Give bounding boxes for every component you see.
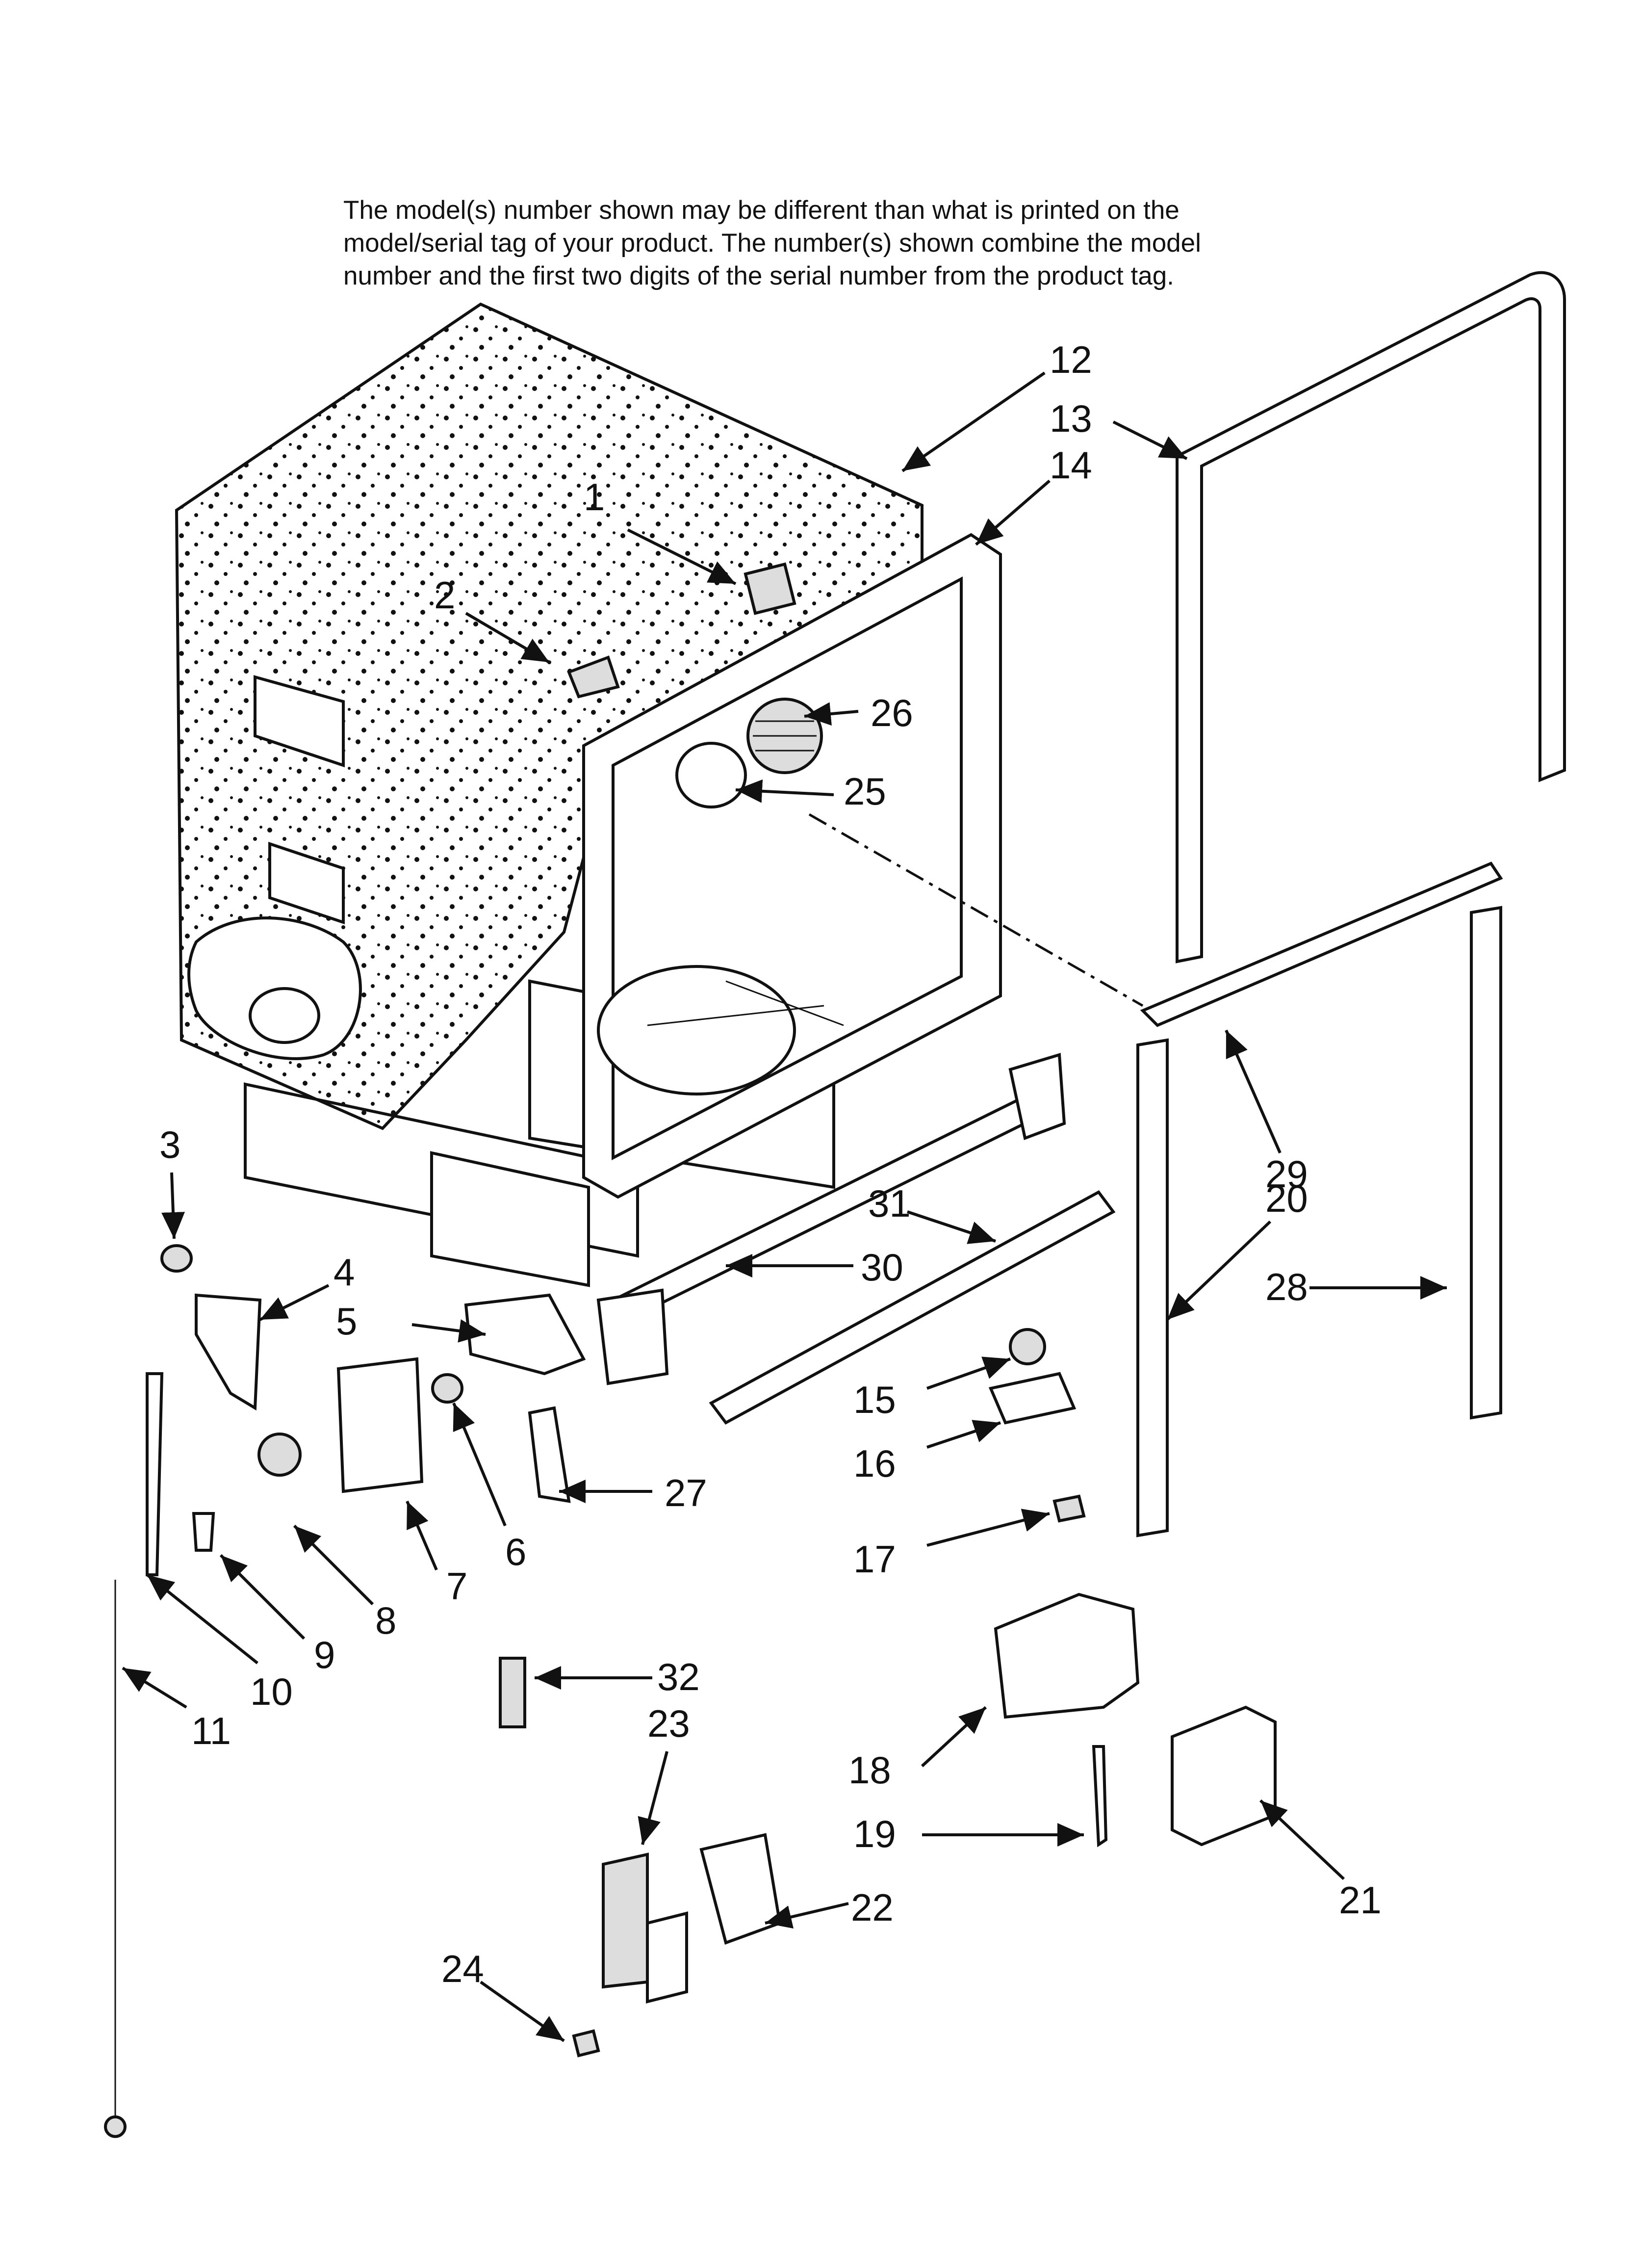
callout-28: 28 (1265, 1265, 1308, 1308)
door-gasket (1176, 271, 1566, 964)
trim-foot (646, 1911, 688, 2004)
leader-lines (122, 371, 1447, 2042)
side-rail-right (1470, 906, 1502, 1420)
callout-25: 25 (844, 770, 886, 813)
callout-7: 7 (446, 1564, 467, 1608)
callout-17: 17 (853, 1538, 896, 1581)
side-trim-23 (602, 1852, 649, 1989)
callout-3: 3 (159, 1123, 180, 1166)
callout-labels: 1 2 3 4 5 6 7 8 9 10 11 12 13 14 15 16 1… (159, 338, 1382, 1990)
callout-16: 16 (853, 1442, 896, 1485)
note-line-2: model/serial tag of your product. The nu… (343, 229, 1201, 258)
clip-16 (988, 1372, 1077, 1425)
blanket-opening-upper (254, 675, 345, 768)
screw-17 (1052, 1494, 1086, 1523)
callout-32: 32 (657, 1655, 700, 1698)
callout-29: 29 (1265, 1152, 1308, 1196)
callout-14: 14 (1050, 443, 1092, 487)
callout-1: 1 (584, 475, 605, 519)
callout-15: 15 (853, 1378, 896, 1421)
pump-opening (249, 987, 320, 1044)
vent-gasket-ring (675, 742, 747, 808)
front-rail-31 (709, 1190, 1116, 1425)
note-line-1: The model(s) number shown may be differe… (343, 196, 1180, 225)
sump (597, 965, 796, 1095)
side-rail-left (1136, 1038, 1169, 1538)
callout-22: 22 (851, 1886, 894, 1929)
nut-6 (431, 1373, 463, 1404)
callout-4: 4 (334, 1251, 355, 1294)
note-line-3: number and the first two digits of the s… (343, 261, 1174, 290)
door-spring-bracket (195, 1293, 262, 1411)
callout-23: 23 (647, 1702, 690, 1745)
callout-2: 2 (434, 574, 455, 617)
clip-32 (499, 1657, 526, 1728)
upper-rail (1140, 861, 1503, 1027)
callout-11: 11 (191, 1709, 231, 1752)
callout-9: 9 (314, 1633, 335, 1676)
rail-end-bracket-upper (1008, 1053, 1066, 1141)
callout-19: 19 (853, 1812, 896, 1855)
callout-30: 30 (861, 1246, 903, 1289)
base-frame-center (430, 1151, 590, 1287)
callout-18: 18 (848, 1748, 891, 1792)
tub-assembly (175, 302, 1144, 1287)
clip-15 (1009, 1328, 1046, 1365)
callout-21: 21 (1339, 1878, 1382, 1922)
cable-end (104, 2115, 127, 2138)
top-bracket (744, 562, 796, 615)
callout-24: 24 (441, 1947, 484, 1990)
callout-12: 12 (1050, 338, 1092, 381)
callout-27: 27 (665, 1471, 707, 1514)
screw-24 (572, 2029, 600, 2058)
door-spring-10 (146, 1372, 164, 1576)
clip-27 (528, 1406, 571, 1503)
callout-8: 8 (375, 1599, 396, 1642)
mounting-plate-7 (336, 1357, 424, 1493)
top-clip (567, 655, 620, 699)
bracket-22 (699, 1833, 782, 1945)
hinge-bracket-5 (464, 1293, 586, 1376)
pin-9 (192, 1512, 215, 1552)
pulley-8 (257, 1433, 302, 1477)
callout-6: 6 (505, 1530, 526, 1573)
callout-10: 10 (250, 1670, 293, 1713)
blanket-opening-lower (268, 841, 345, 925)
disclaimer-note: The model(s) number shown may be differe… (343, 194, 1324, 292)
cover-21 (1171, 1705, 1277, 1847)
leveling-bracket-18 (994, 1592, 1140, 1719)
callout-20: 20 (1265, 1177, 1308, 1220)
callout-5: 5 (336, 1300, 357, 1343)
callout-26: 26 (871, 691, 913, 734)
callout-13: 13 (1050, 397, 1092, 440)
leveling-leg-19 (1092, 1745, 1108, 1848)
plug-button (160, 1244, 193, 1273)
rail-end-bracket-lower (596, 1288, 669, 1385)
callout-31: 31 (868, 1182, 911, 1225)
